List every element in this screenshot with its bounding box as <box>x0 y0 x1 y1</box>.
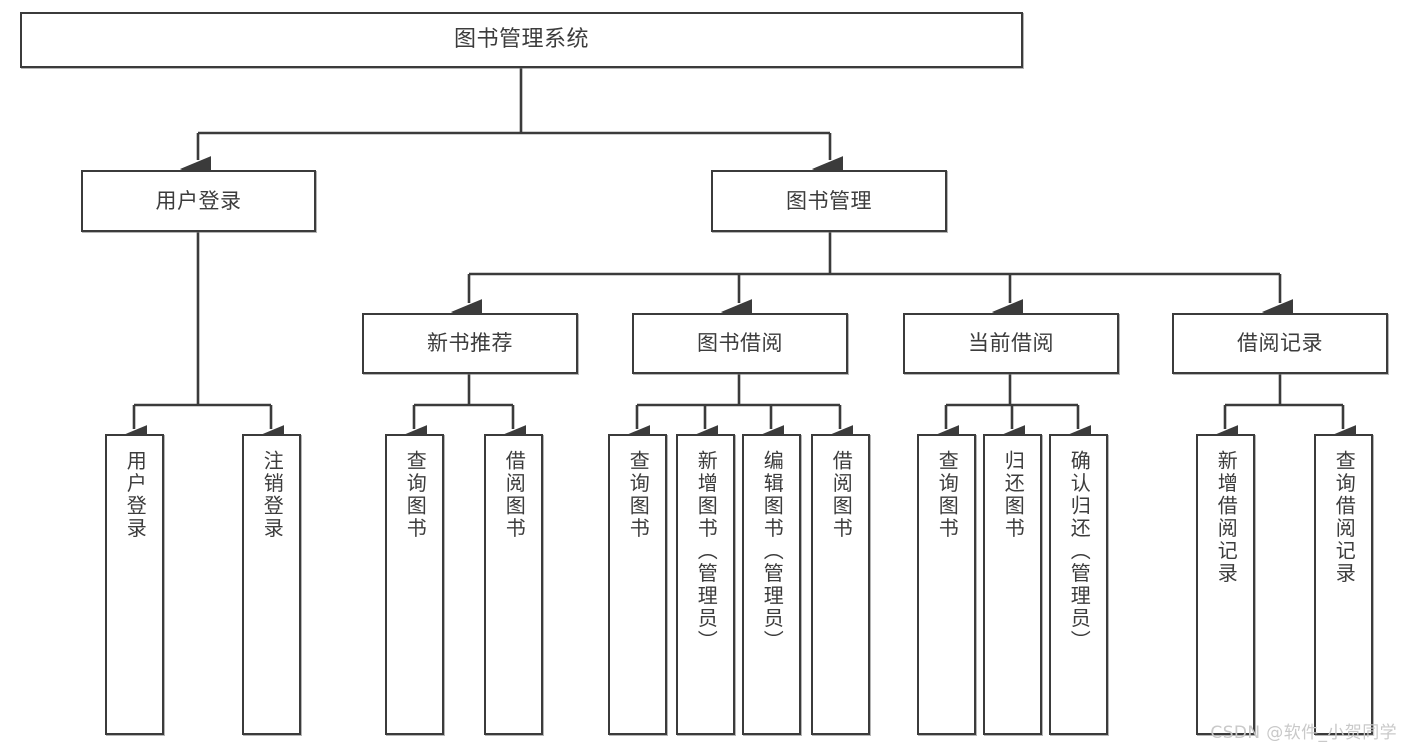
node-label: 查询图书 <box>935 450 960 540</box>
node-borrow-record[interactable]: 借阅记录 <box>1172 313 1388 374</box>
node-label: 用户登录 <box>123 450 148 540</box>
node-label: 新增借阅记录 <box>1214 450 1239 585</box>
leaf-book-borrow-query[interactable]: 查询图书 <box>608 434 667 735</box>
node-label: 归还图书 <box>1001 450 1026 540</box>
node-label: 新书推荐 <box>427 331 513 356</box>
leaf-book-borrow-edit[interactable]: 编辑图书（管理员） <box>742 434 801 735</box>
node-label: 查询图书 <box>403 450 428 540</box>
node-label: 借阅记录 <box>1237 331 1323 356</box>
leaf-user-login-login[interactable]: 用户登录 <box>105 434 164 735</box>
node-label: 用户登录 <box>155 188 242 213</box>
node-label: 借阅图书 <box>829 450 854 540</box>
node-root-system[interactable]: 图书管理系统 <box>20 12 1023 68</box>
node-label: 注销登录 <box>260 450 285 540</box>
leaf-user-login-logout[interactable]: 注销登录 <box>242 434 301 735</box>
node-current-borrow[interactable]: 当前借阅 <box>903 313 1119 374</box>
leaf-new-book-borrow[interactable]: 借阅图书 <box>484 434 543 735</box>
leaf-borrow-record-add[interactable]: 新增借阅记录 <box>1196 434 1255 735</box>
node-label: 图书借阅 <box>697 331 783 356</box>
watermark-credit: CSDN @软件_小贺同学 <box>1210 723 1397 743</box>
node-new-book-recommend[interactable]: 新书推荐 <box>362 313 578 374</box>
node-label: 新增图书（管理员） <box>694 450 719 653</box>
leaf-book-borrow-borrow[interactable]: 借阅图书 <box>811 434 870 735</box>
node-label: 编辑图书（管理员） <box>760 450 785 653</box>
node-user-login[interactable]: 用户登录 <box>81 170 316 232</box>
leaf-current-borrow-query[interactable]: 查询图书 <box>917 434 976 735</box>
node-label: 图书管理系统 <box>453 27 589 53</box>
leaf-current-borrow-return[interactable]: 归还图书 <box>983 434 1042 735</box>
leaf-current-borrow-confirm-return[interactable]: 确认归还（管理员） <box>1049 434 1108 735</box>
node-label: 查询借阅记录 <box>1332 450 1357 585</box>
node-label: 当前借阅 <box>968 331 1054 356</box>
leaf-borrow-record-query[interactable]: 查询借阅记录 <box>1314 434 1373 735</box>
node-label: 查询图书 <box>626 450 651 540</box>
node-book-borrow[interactable]: 图书借阅 <box>632 313 848 374</box>
node-label: 借阅图书 <box>502 450 527 540</box>
leaf-book-borrow-add[interactable]: 新增图书（管理员） <box>676 434 735 735</box>
node-label: 确认归还（管理员） <box>1067 450 1092 653</box>
node-book-management[interactable]: 图书管理 <box>711 170 947 232</box>
leaf-new-book-query[interactable]: 查询图书 <box>385 434 444 735</box>
node-label: 图书管理 <box>786 188 872 213</box>
